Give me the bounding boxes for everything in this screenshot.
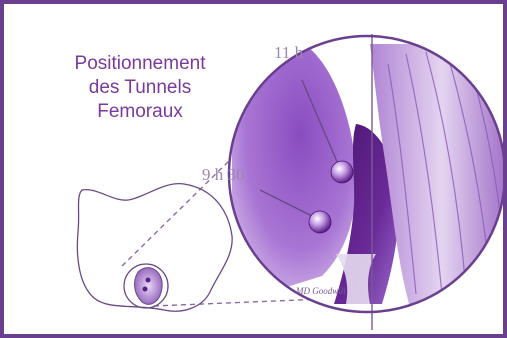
label-11h: 11 h xyxy=(274,43,304,62)
tunnel-11h xyxy=(331,161,353,183)
small-notch xyxy=(135,268,163,305)
label-9h30: 9 h 30 xyxy=(202,165,245,184)
tunnel-9h30 xyxy=(309,211,331,233)
small-tunnel-1 xyxy=(146,278,151,283)
knee-tunnel-diagram: 11 h 9 h 30 MD Goodwill xyxy=(4,4,503,334)
small-tunnel-2 xyxy=(143,287,148,292)
signature: MD Goodwill xyxy=(295,286,346,296)
magnified-view xyxy=(224,34,503,324)
small-knee-view xyxy=(77,184,232,312)
